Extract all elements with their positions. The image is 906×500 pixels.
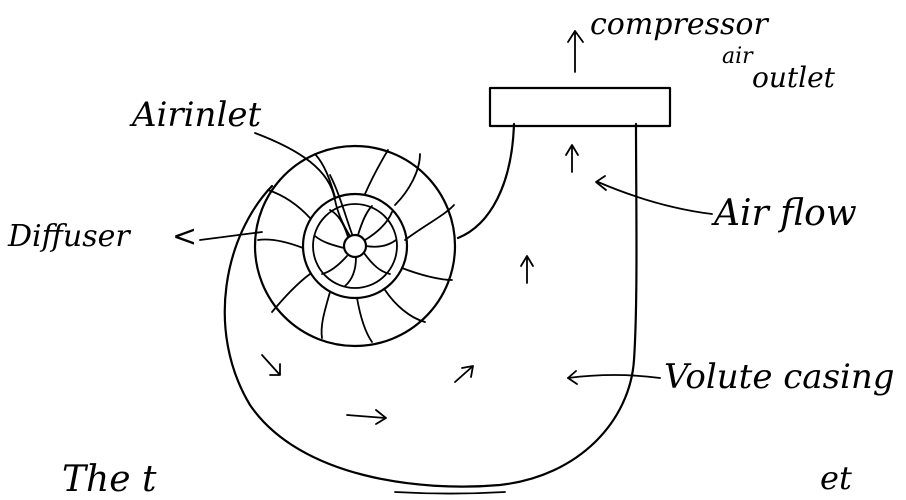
volute-inner-wall xyxy=(458,124,514,238)
label-compressor-line2: air xyxy=(722,46,753,68)
label-compressor-line3: outlet xyxy=(752,64,835,92)
diffuser-vanes xyxy=(258,150,454,342)
label-air-flow: Air flow xyxy=(714,196,857,232)
bottom-text-start: The t xyxy=(62,462,156,498)
diffuser-leader-line xyxy=(200,232,262,240)
airflow-leader-line xyxy=(598,182,712,214)
impeller-hub xyxy=(344,235,366,257)
label-air-inlet: Airinlet xyxy=(132,98,261,132)
bottom-text-end: et xyxy=(820,462,852,494)
label-compressor-line1: compressor xyxy=(590,10,768,40)
diffuser-arrow-glyph: < xyxy=(172,222,197,252)
outlet-duct xyxy=(490,88,670,126)
flow-arrows xyxy=(262,145,578,424)
outlet-arrow xyxy=(568,31,583,72)
bottom-line xyxy=(395,492,505,494)
label-diffuser: Diffuser xyxy=(8,222,130,252)
volute-casing-outline xyxy=(225,124,637,487)
impeller-outer-ring xyxy=(303,194,407,298)
diffuser-ring xyxy=(255,146,455,346)
impeller-blades xyxy=(315,206,396,286)
label-volute-casing: Volute casing xyxy=(664,360,895,394)
volute-leader-line xyxy=(568,375,660,378)
